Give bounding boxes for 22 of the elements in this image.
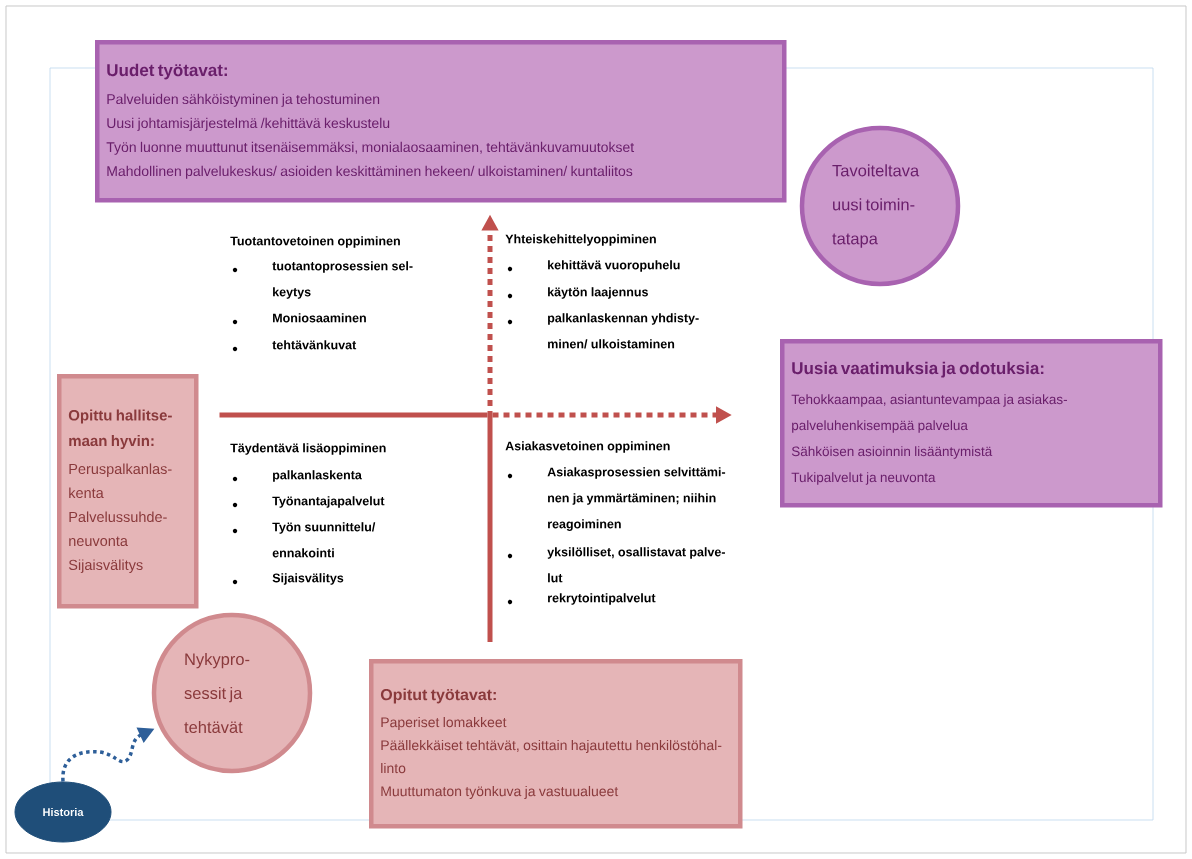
quadrant-heading: Tuotantovetoinen oppiminen <box>230 236 400 248</box>
list-item: Työn suunnittelu/ ennakointi <box>272 522 376 558</box>
quadrant-heading: Täydentävä lisäoppiminen <box>230 443 386 455</box>
ellipse-node: Historia <box>14 781 112 843</box>
list-item: tehtävänkuvat <box>272 340 357 350</box>
quadrant-heading: Asiakasvetoinen oppiminen <box>505 441 670 453</box>
text-box: Uusia vaatimuksia ja odotuksia: Tehokkaampaa, asiantuntevampaa ja asiakas-palveluhenkisempää palvelua Sähköisen asioinnin lisääntymistä Tukipalvelut ja neuvonta <box>780 339 1163 508</box>
list-item: rekrytointipalvelut <box>548 593 656 605</box>
text-box: Opitut työtavat: Paperiset lomakkeet Päällekkäiset tehtävät, osittain hajautettu henkilöstöhal-linto Muuttumaton työnkuva ja vastuualueet <box>369 659 743 829</box>
text-box: Uudet työtavat: Palveluiden sähköistyminen ja tehostuminen Uusi johtamisjärjestelmä /kehittävä keskustelu Työn luonne muuttunut itsenäisemmäksi, monialaosaaminen, tehtävänkuvamuutokset Mahdollinen palvelukeskus/ asioiden keskittäminen hekeen/ ulkoistaminen/ kuntaliitos <box>95 40 787 203</box>
circle-node: Tavoiteltava uusi toimin-tatapa <box>799 125 961 287</box>
text-box: Opittu hallitse-maan hyvin: Peruspalkanlas-kenta Palvelussuhde-neuvonta Sijaisvälitys <box>57 374 199 609</box>
list-item: kehittävä vuoropuhelu <box>548 260 680 272</box>
list-item: tuotantoprosessien sel-keytys <box>272 261 413 299</box>
list-item: Työnantajapalvelut <box>272 496 385 508</box>
list-item: Sijaisvälitys <box>272 573 344 585</box>
list-item: palkanlaskennan yhdisty-minen/ ulkoistaminen <box>548 313 699 349</box>
list-item: palkanlaskenta <box>273 470 362 482</box>
quadrant-heading: Yhteiskehittelyoppiminen <box>505 234 656 246</box>
list-item: Moniosaaminen <box>273 313 366 323</box>
list-item: käytön laajennus <box>548 287 648 299</box>
circle-node: Nykypro-sessit ja tehtävät <box>151 612 313 774</box>
